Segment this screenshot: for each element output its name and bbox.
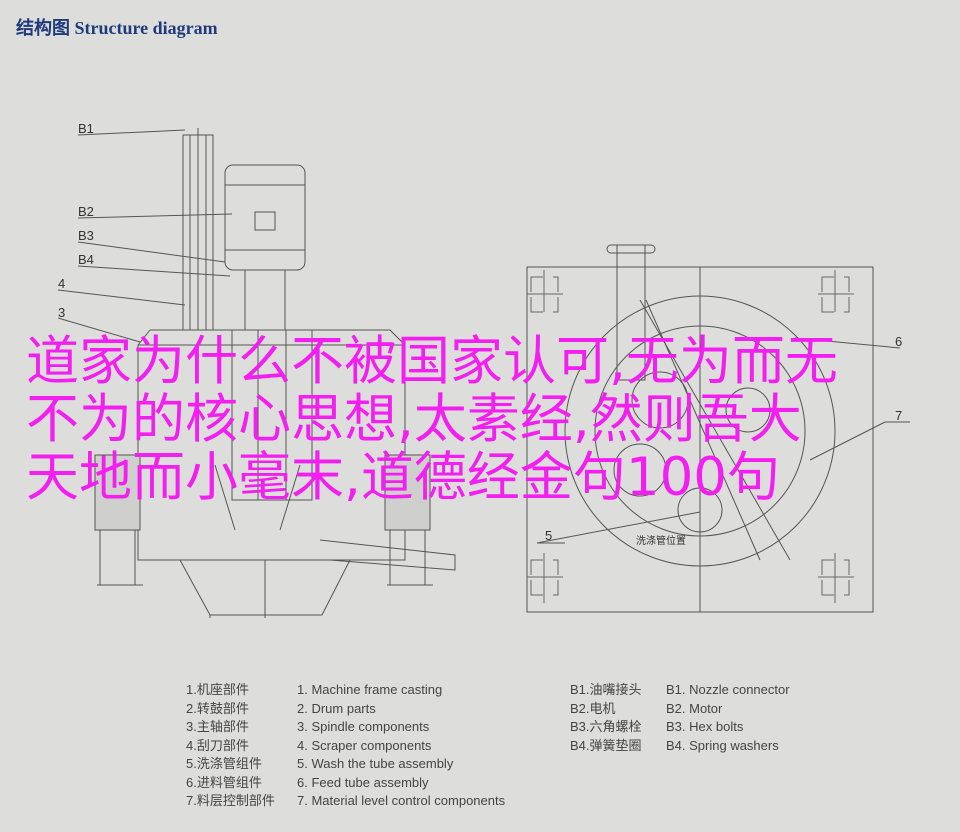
- label-6: 6: [895, 334, 903, 349]
- label-wash-position: 洗涤管位置: [636, 536, 686, 547]
- overlay-line: 天地而小毫末,道德经金句100句: [26, 447, 781, 508]
- legend-item: B4.弹簧垫圈: [570, 737, 642, 753]
- label-b4: B4: [78, 252, 94, 267]
- legend-item: B1.油嘴接头: [570, 682, 642, 697]
- label-7: 7: [895, 408, 903, 423]
- legend-item: B3.六角螺栓: [570, 719, 642, 734]
- centrifuge-top-view: [526, 244, 910, 613]
- label-b1: B1: [78, 121, 94, 136]
- legend-item: 3.主轴部件: [186, 719, 249, 734]
- overlay-line: 道家为什么不被国家认可,无为而无: [26, 331, 838, 392]
- legend-en-b: B1. Nozzle connector B2. Motor B3. Hex b…: [666, 681, 790, 755]
- legend-item: 2. Drum parts: [297, 700, 376, 716]
- legend-item: 3. Spindle components: [297, 719, 430, 734]
- legend-item: B3. Hex bolts: [666, 719, 744, 734]
- legend-item: 5. Wash the tube assembly: [297, 756, 454, 771]
- legend-item: B2.电机: [570, 700, 616, 716]
- label-4: 4: [58, 276, 66, 291]
- legend-item: B2. Motor: [666, 700, 723, 716]
- overlay-line: 不为的核心思想,太素经,然则吾大: [26, 389, 802, 450]
- legend-item: B1. Nozzle connector: [666, 682, 790, 697]
- legend-item: 5.洗涤管组件: [186, 756, 262, 771]
- legend-item: 7. Material level control components: [297, 793, 506, 808]
- legend-en-numbered: 1. Machine frame casting 2. Drum parts 3…: [297, 681, 505, 811]
- legend-item: 6.进料管组件: [186, 774, 262, 790]
- legend-cn-b: B1.油嘴接头 B2.电机 B3.六角螺栓 B4.弹簧垫圈: [570, 681, 642, 755]
- legend-item: 4.刮刀部件: [186, 737, 249, 753]
- legend-item: B4. Spring washers: [666, 737, 779, 753]
- page-title: 结构图 Structure diagram: [16, 18, 218, 38]
- overlay-headline: 道家为什么不被国家认可,无为而无 不为的核心思想,太素经,然则吾大 天地而小毫末…: [26, 333, 838, 507]
- legend-item: 1.机座部件: [186, 682, 249, 697]
- legend-item: 4. Scraper components: [297, 737, 432, 753]
- legend-item: 7.料层控制部件: [186, 793, 275, 808]
- legend-item: 6. Feed tube assembly: [297, 774, 429, 790]
- legend-item: 2.转鼓部件: [186, 700, 249, 716]
- legend-cn-numbered: 1.机座部件 2.转鼓部件 3.主轴部件 4.刮刀部件 5.洗涤管组件 6.进料…: [186, 681, 275, 811]
- label-5: 5: [545, 528, 553, 543]
- label-b3: B3: [78, 228, 94, 243]
- label-3: 3: [58, 305, 66, 320]
- label-b2: B2: [78, 204, 94, 219]
- legend-item: 1. Machine frame casting: [297, 682, 443, 697]
- centrifuge-side-view: [57, 128, 456, 618]
